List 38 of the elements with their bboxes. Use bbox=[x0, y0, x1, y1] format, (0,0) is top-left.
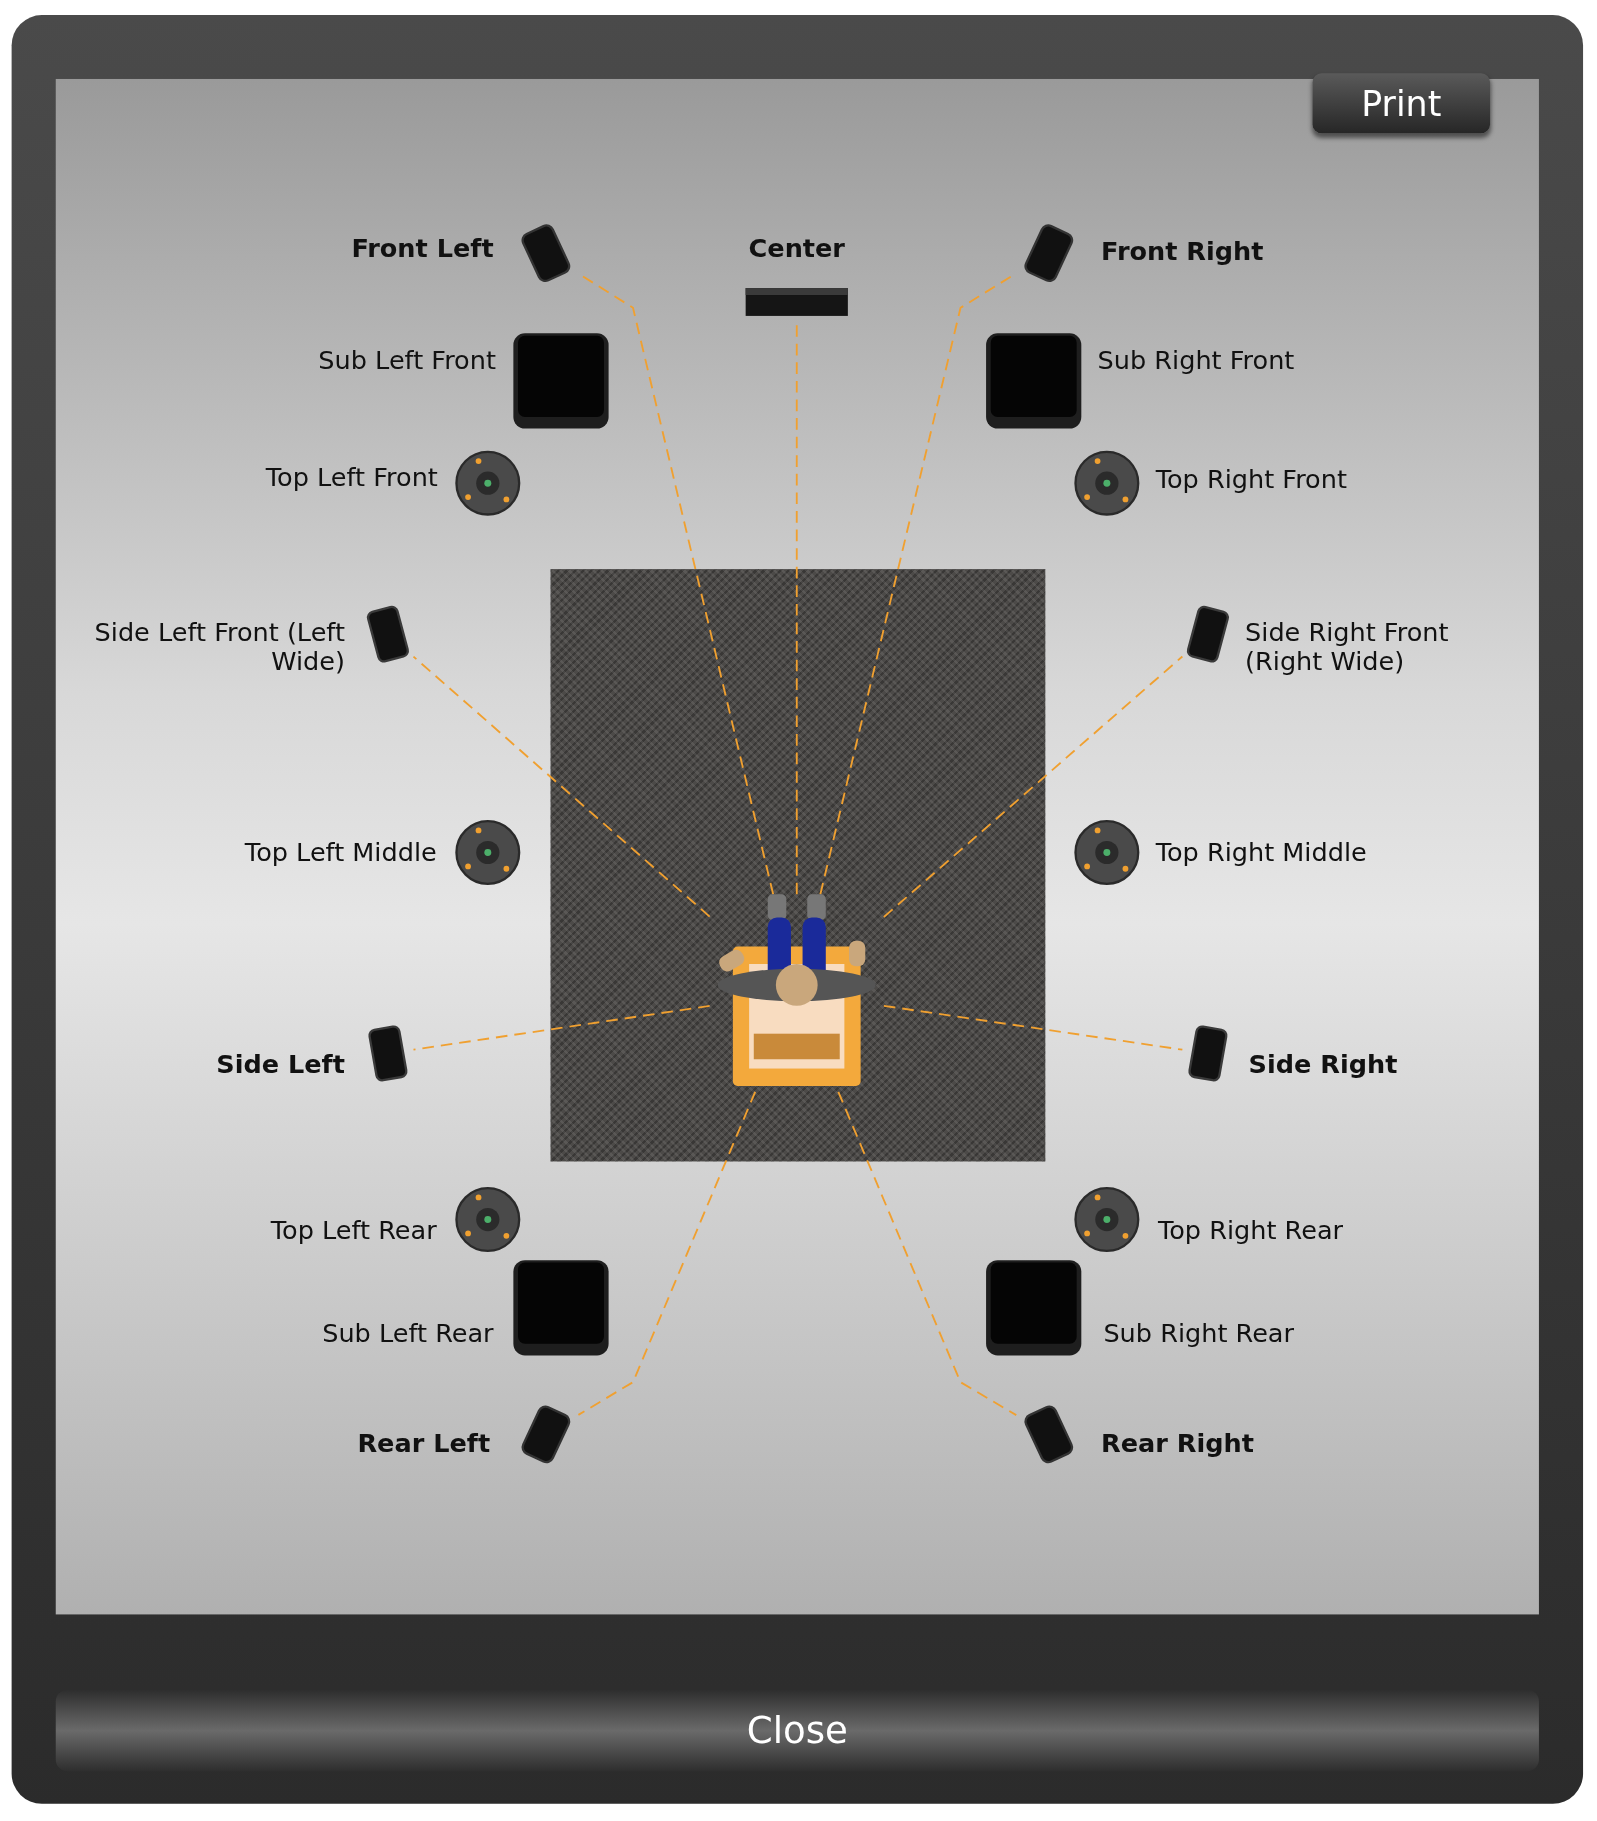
speaker-label: Sub Right Rear bbox=[1103, 1318, 1295, 1348]
sight-line bbox=[882, 655, 1184, 918]
speaker-label: Rear Right bbox=[1101, 1429, 1254, 1459]
sight-line bbox=[837, 1090, 1018, 1417]
ceiling-speaker-icon bbox=[1073, 1185, 1141, 1254]
speaker-icon bbox=[744, 285, 849, 319]
speaker-label: Sub Right Front bbox=[1097, 345, 1295, 375]
ceiling-speaker-icon bbox=[454, 449, 522, 517]
ceiling-speaker-icon bbox=[454, 1185, 522, 1254]
subwoofer-icon bbox=[983, 331, 1084, 431]
speaker-label: Top Right Rear bbox=[1157, 1215, 1344, 1245]
sight-line bbox=[412, 1005, 711, 1051]
speaker-label: Top Left Rear bbox=[270, 1215, 437, 1245]
close-button: Close bbox=[55, 1689, 1539, 1772]
sight-line bbox=[882, 1004, 1184, 1051]
speaker-label: Rear Left bbox=[357, 1429, 491, 1459]
speaker-label: Sub Left Rear bbox=[322, 1318, 494, 1348]
sight-line bbox=[577, 1090, 757, 1416]
sight-line bbox=[412, 655, 711, 918]
speaker-label: Side Right Front (Right Wide) bbox=[1245, 617, 1450, 676]
ceiling-speaker-icon bbox=[1073, 449, 1141, 517]
speaker-label: Side Right bbox=[1248, 1049, 1398, 1079]
ceiling-speaker-icon bbox=[1073, 818, 1141, 887]
speaker-label: Top Right Middle bbox=[1155, 838, 1367, 868]
speaker-label: Center bbox=[748, 234, 845, 264]
speaker-label: Front Right bbox=[1101, 236, 1264, 266]
subwoofer-icon bbox=[983, 1257, 1084, 1358]
speaker-label: Top Right Front bbox=[1155, 465, 1347, 495]
speaker-label: Sub Left Front bbox=[318, 345, 496, 375]
speaker-label: Front Left bbox=[351, 234, 494, 264]
speaker-label: Top Left Front bbox=[265, 462, 438, 492]
ceiling-speaker-icon bbox=[454, 818, 522, 887]
subwoofer-icon bbox=[511, 331, 611, 431]
subwoofer-icon bbox=[511, 1257, 611, 1358]
speaker-label: Side Left Front (Left Wide) bbox=[93, 617, 345, 676]
speaker-label: Side Left bbox=[216, 1049, 345, 1079]
speaker-label: Top Left Middle bbox=[244, 838, 437, 868]
print-button: Print bbox=[1312, 73, 1491, 134]
